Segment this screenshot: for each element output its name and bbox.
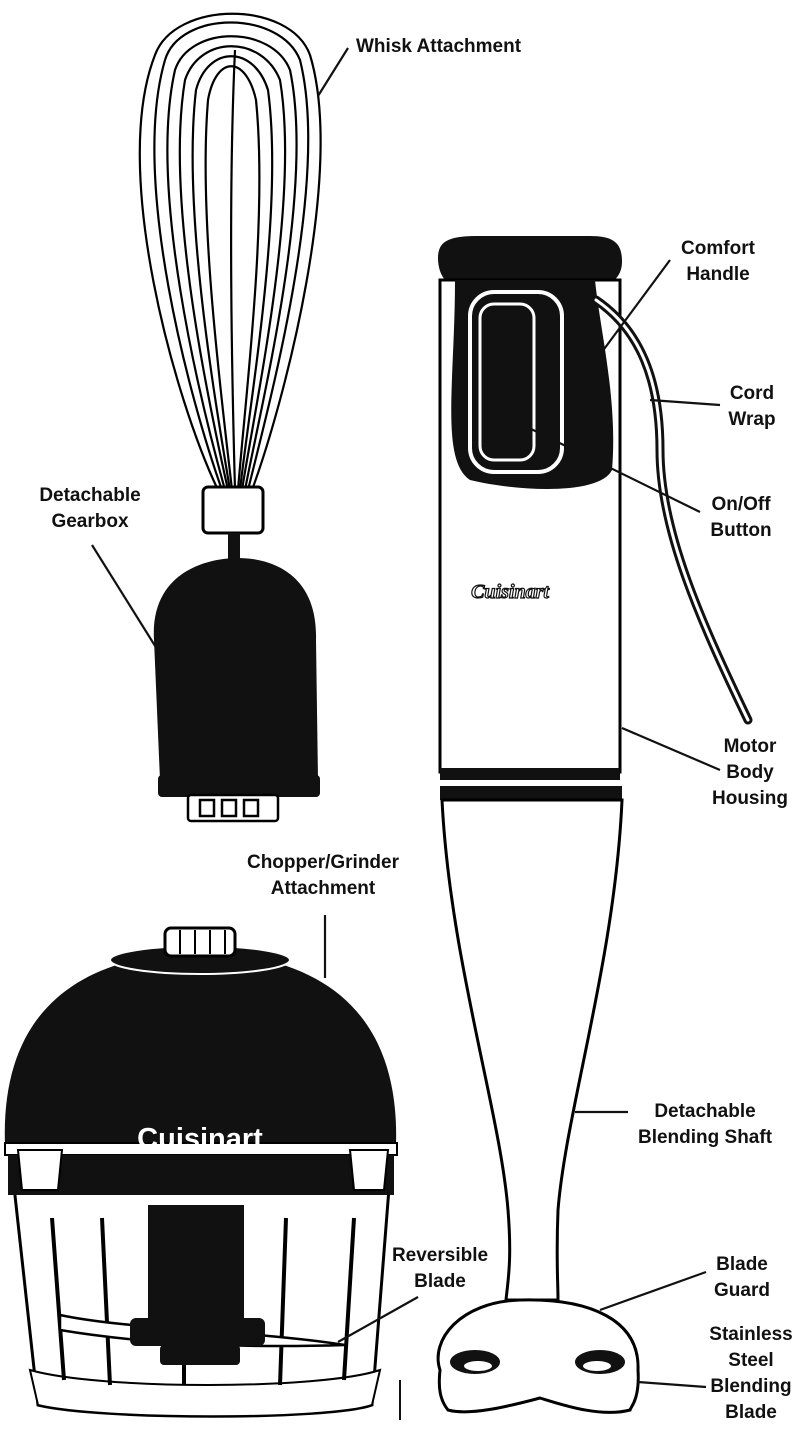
chopper-latch-left [16,1149,64,1191]
blending-shaft [440,798,624,1302]
label-line: On/Off [711,494,771,515]
label-line: Guard [714,1280,770,1301]
chopper-top-knob [163,926,237,958]
label-line: Blade [725,1402,777,1423]
label-line: Gearbox [51,511,129,532]
leader-reversible [337,1296,419,1343]
label-line: Handle [686,264,750,285]
chopper-lid-rim [8,1155,394,1195]
label-detachable-gearbox: Detachable Gearbox [20,483,160,535]
handle-logo: Cuisinart [471,581,550,603]
label-line: Steel [728,1350,774,1371]
leader-gearbox [91,544,163,658]
label-comfort-handle: Comfort Handle [662,236,774,288]
label-line: Blending [710,1376,792,1397]
label-line: Body [726,762,774,783]
leader-onoff [522,424,701,513]
label-line: Attachment [270,878,376,899]
onoff-button-inner [478,302,536,462]
leader-whisk [317,47,349,97]
blade-guard-vent-right-inner [583,1361,611,1371]
chopper-blade-hub-lower [160,1345,240,1365]
label-onoff-button: On/Off Button [698,492,784,544]
blade-guard-vent-left-inner [464,1361,492,1371]
handle-top-cap [438,236,622,292]
label-blade-guard: Blade Guard [700,1252,784,1304]
whisk-shaft [228,533,240,563]
label-motor-body-housing: Motor Body Housing [704,734,796,812]
whisk-attachment [138,12,322,491]
label-line: Stainless [709,1324,793,1345]
label-line: Blade [716,1254,768,1275]
motor-band-2 [440,786,622,800]
gearbox-body [153,558,318,780]
leader-motor [621,726,721,772]
label-reversible-blade: Reversible Blade [380,1243,500,1295]
label-whisk-attachment: Whisk Attachment [356,34,521,60]
chopper-lid-dome [4,952,397,1145]
label-detachable-blending-shaft: Detachable Blending Shaft [628,1099,782,1151]
label-chopper-grinder-attachment: Chopper/Grinder Attachment [226,850,420,902]
label-line: Button [710,520,772,541]
label-line: Comfort [681,238,755,259]
label-line: Wrap [728,409,776,430]
blade-guard [436,1298,640,1414]
label-line: Motor [723,736,777,757]
label-stainless-steel-blending-blade: Stainless Steel Blending Blade [700,1322,802,1426]
motor-band-1 [440,768,620,780]
leader-comfort-handle [595,259,671,361]
leader-lines [91,47,721,1389]
label-line: Reversible [391,1245,489,1266]
label-line: Detachable [654,1101,756,1122]
chopper-blade-hub [130,1318,265,1346]
label-line: Blade [414,1271,466,1292]
leader-guard [599,1270,707,1312]
label-line: Detachable [39,485,141,506]
whisk-collar [201,485,265,535]
chopper-central-column [148,1205,244,1335]
label-line: Whisk Attachment [356,36,522,57]
chopper-latch-right [348,1149,390,1191]
gearbox-base-ring [158,775,320,797]
label-line: Housing [712,788,788,809]
label-line: Chopper/Grinder [246,852,399,873]
label-cord-wrap: Cord Wrap [716,381,788,433]
leader-cord-wrap [649,398,721,407]
label-line: Cord [729,383,775,404]
gearbox-coupler [186,793,280,823]
gearbox-coupler-teeth [198,798,260,818]
leader-steel [637,1380,707,1389]
chopper-bowl-base [28,1368,382,1418]
label-line: Blending Shaft [637,1127,773,1148]
cord-wrap [591,295,753,725]
chopper-logo: Cuisinart [137,1123,263,1155]
chopper-top-knob-ridges [179,930,226,954]
